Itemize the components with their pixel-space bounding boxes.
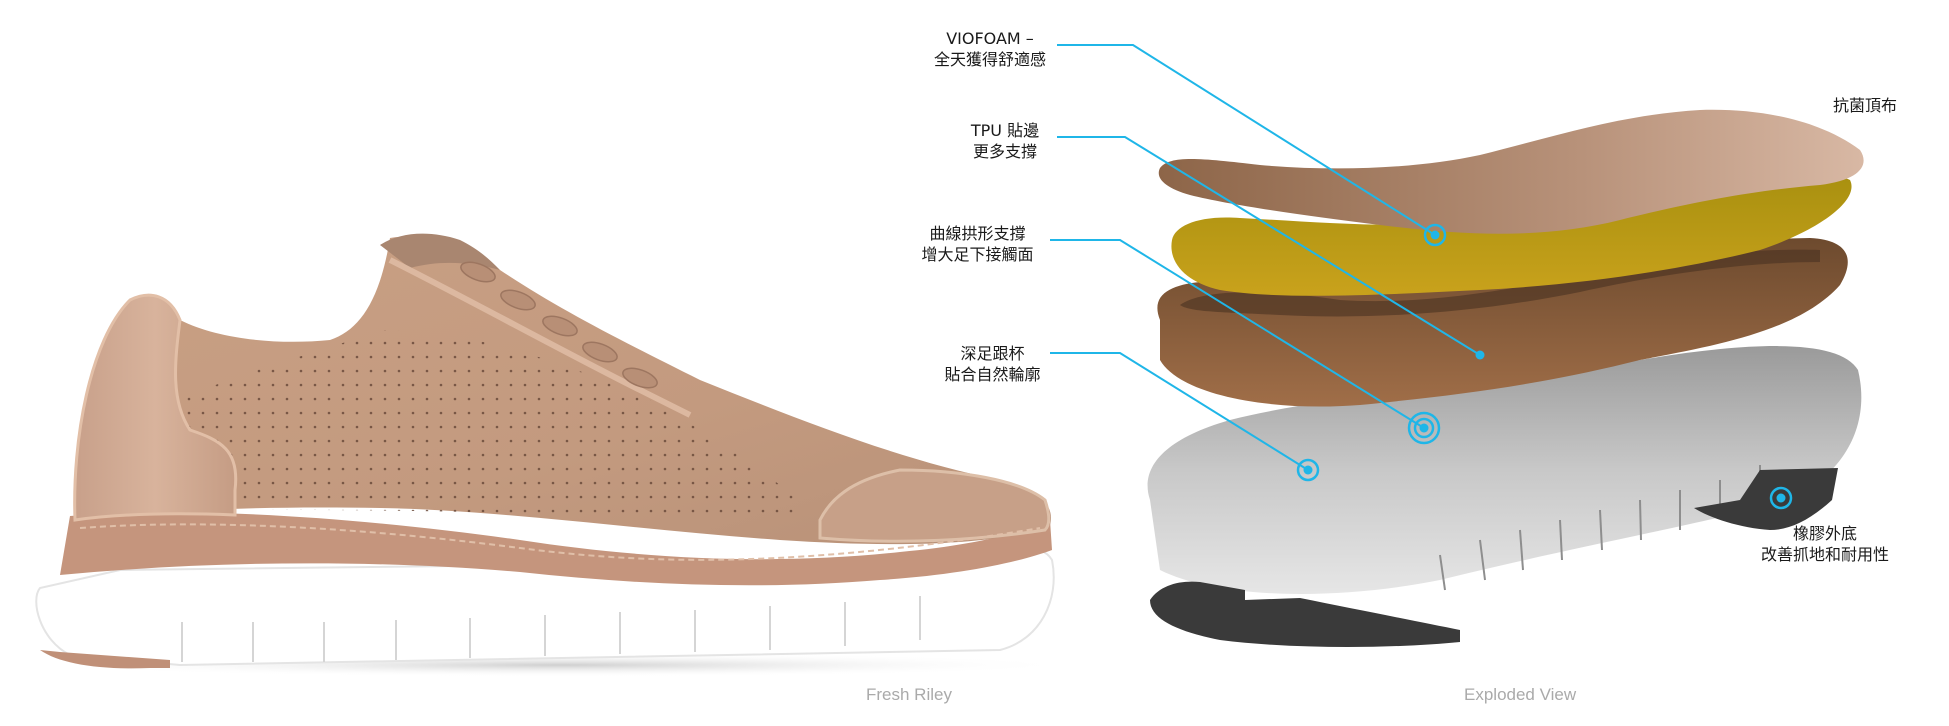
label-viofoam-desc: 全天獲得舒適感 — [933, 50, 1046, 69]
top-cover-layer — [1158, 109, 1864, 234]
marker-tpu — [1475, 350, 1485, 360]
label-top-cover: 抗菌頂布 — [1820, 95, 1910, 116]
outsole-edge — [40, 650, 170, 669]
foxing-band — [60, 512, 1052, 586]
marker-viofoam — [1423, 223, 1447, 247]
label-outsole-title: 橡膠外底 — [1792, 524, 1857, 543]
perforations — [150, 330, 800, 520]
label-viofoam: VIOFOAM – 全天獲得舒適感 — [925, 28, 1055, 70]
label-arch-title: 曲線拱形支撐 — [929, 224, 1026, 243]
toe-cap — [818, 468, 1051, 543]
caption-exploded-view: Exploded View — [1464, 685, 1577, 704]
tpu-frame-inner — [1180, 249, 1820, 317]
tpu-frame-layer — [1157, 238, 1848, 407]
marker-arch — [1407, 411, 1441, 445]
label-tpu-title: TPU 貼邊 — [970, 121, 1040, 140]
label-heel-cup-desc: 貼合自然輪廓 — [944, 365, 1041, 384]
tongue — [380, 233, 500, 270]
sneaker-illustration — [35, 233, 1080, 677]
viofoam-layer — [1171, 173, 1852, 296]
label-arch-desc: 增大足下接觸面 — [921, 245, 1034, 264]
rubber-forefoot-outsole — [1694, 468, 1838, 530]
leader-line-arch — [1050, 239, 1425, 429]
midsole-grooves — [181, 596, 921, 662]
leader-line-tpu — [1057, 136, 1481, 356]
laces — [460, 261, 658, 389]
eyestay — [388, 257, 692, 418]
stitching — [79, 523, 1041, 561]
heel-counter — [73, 293, 238, 522]
leader-line-viofoam — [1057, 44, 1436, 236]
label-viofoam-title: VIOFOAM – — [946, 29, 1034, 48]
marker-heel-cup — [1296, 458, 1320, 482]
base-grooves — [1439, 465, 1761, 591]
leader-lines — [1050, 44, 1481, 471]
label-tpu: TPU 貼邊 更多支撐 — [955, 120, 1055, 162]
label-heel-cup-title: 深足跟杯 — [960, 344, 1025, 363]
sneaker-image: Fresh Riley — [35, 233, 1080, 704]
label-top-cover-title: 抗菌頂布 — [1832, 96, 1897, 115]
marker-outsole — [1769, 486, 1793, 510]
rubber-heel-outsole — [1150, 581, 1460, 647]
caption-fresh-riley: Fresh Riley — [866, 685, 952, 704]
label-outsole: 橡膠外底 改善抓地和耐用性 — [1750, 523, 1900, 565]
label-tpu-desc: 更多支撐 — [972, 142, 1037, 161]
label-arch: 曲線拱形支撐 增大足下接觸面 — [910, 223, 1045, 265]
label-heel-cup: 深足跟杯 貼合自然輪廓 — [935, 343, 1050, 385]
label-outsole-desc: 改善抓地和耐用性 — [1760, 545, 1889, 564]
